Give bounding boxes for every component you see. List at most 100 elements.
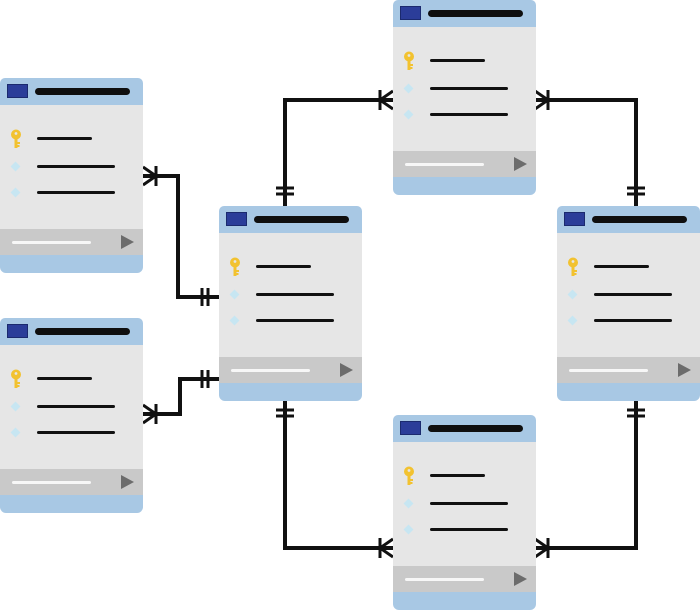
field-name-bar [37, 405, 115, 408]
play-icon[interactable] [678, 363, 691, 377]
table-header [393, 0, 536, 27]
field-name-bar [430, 87, 508, 90]
footer-line [569, 369, 648, 372]
diamond-icon [403, 524, 414, 535]
table-title-bar [35, 88, 130, 95]
table-fields [393, 27, 536, 151]
table-fields [0, 105, 143, 229]
table-field [393, 497, 536, 511]
table-base [393, 177, 536, 195]
field-name-bar [256, 293, 334, 296]
field-name-bar [430, 59, 485, 62]
table-base [0, 255, 143, 273]
field-name-bar [430, 113, 508, 116]
field-name-bar [430, 528, 508, 531]
diamond-icon [403, 83, 414, 94]
table-base [219, 383, 362, 401]
table-card-left-top [0, 78, 143, 273]
table-header [557, 206, 700, 233]
diamond-icon [567, 289, 578, 300]
table-field [557, 314, 700, 328]
primary-key-field [219, 257, 362, 276]
table-fields [393, 442, 536, 566]
relationship-line [283, 98, 393, 206]
table-base [393, 592, 536, 610]
table-flag-icon [400, 421, 421, 435]
table-title-bar [592, 216, 687, 223]
table-field [219, 288, 362, 302]
field-name-bar [37, 431, 115, 434]
table-footer [393, 151, 536, 177]
table-title-bar [428, 10, 523, 17]
field-name-bar [37, 165, 115, 168]
table-title-bar [428, 425, 523, 432]
relationship-line [535, 98, 638, 206]
diamond-icon [10, 187, 21, 198]
key-icon [11, 369, 21, 388]
primary-key-field [393, 51, 536, 70]
field-name-bar [594, 293, 672, 296]
relationship-line [283, 401, 393, 550]
diamond-icon [567, 315, 578, 326]
play-icon[interactable] [340, 363, 353, 377]
field-name-bar [594, 319, 672, 322]
table-fields [557, 233, 700, 357]
key-icon [404, 51, 414, 70]
table-card-center [219, 206, 362, 401]
key-icon [11, 129, 21, 148]
primary-key-field [393, 466, 536, 485]
table-title-bar [254, 216, 349, 223]
table-footer [557, 357, 700, 383]
play-icon[interactable] [514, 157, 527, 171]
diamond-icon [229, 289, 240, 300]
table-footer [0, 229, 143, 255]
table-fields [219, 233, 362, 357]
table-field [219, 314, 362, 328]
table-base [557, 383, 700, 401]
table-flag-icon [226, 212, 247, 226]
play-icon[interactable] [121, 235, 134, 249]
table-header [393, 415, 536, 442]
field-name-bar [37, 137, 92, 140]
table-flag-icon [7, 324, 28, 338]
field-name-bar [37, 377, 92, 380]
table-flag-icon [7, 84, 28, 98]
relationship-line [535, 401, 638, 550]
diamond-icon [10, 161, 21, 172]
table-field [557, 288, 700, 302]
table-field [0, 186, 143, 200]
diamond-icon [403, 498, 414, 509]
table-card-right [557, 206, 700, 401]
table-field [393, 82, 536, 96]
primary-key-field [557, 257, 700, 276]
table-card-left-bottom [0, 318, 143, 513]
play-icon[interactable] [121, 475, 134, 489]
relationship-line [143, 377, 219, 416]
play-icon[interactable] [514, 572, 527, 586]
table-base [0, 495, 143, 513]
footer-line [231, 369, 310, 372]
key-icon [404, 466, 414, 485]
diamond-icon [403, 109, 414, 120]
diamond-icon [10, 427, 21, 438]
table-footer [219, 357, 362, 383]
diamond-icon [10, 401, 21, 412]
table-field [0, 426, 143, 440]
table-footer [0, 469, 143, 495]
footer-line [12, 241, 91, 244]
field-name-bar [37, 191, 115, 194]
footer-line [405, 163, 484, 166]
table-header [219, 206, 362, 233]
table-card-bottom [393, 415, 536, 610]
key-icon [230, 257, 240, 276]
table-card-top [393, 0, 536, 195]
field-name-bar [256, 319, 334, 322]
table-field [0, 160, 143, 174]
table-flag-icon [564, 212, 585, 226]
table-footer [393, 566, 536, 592]
field-name-bar [430, 474, 485, 477]
table-header [0, 78, 143, 105]
primary-key-field [0, 369, 143, 388]
